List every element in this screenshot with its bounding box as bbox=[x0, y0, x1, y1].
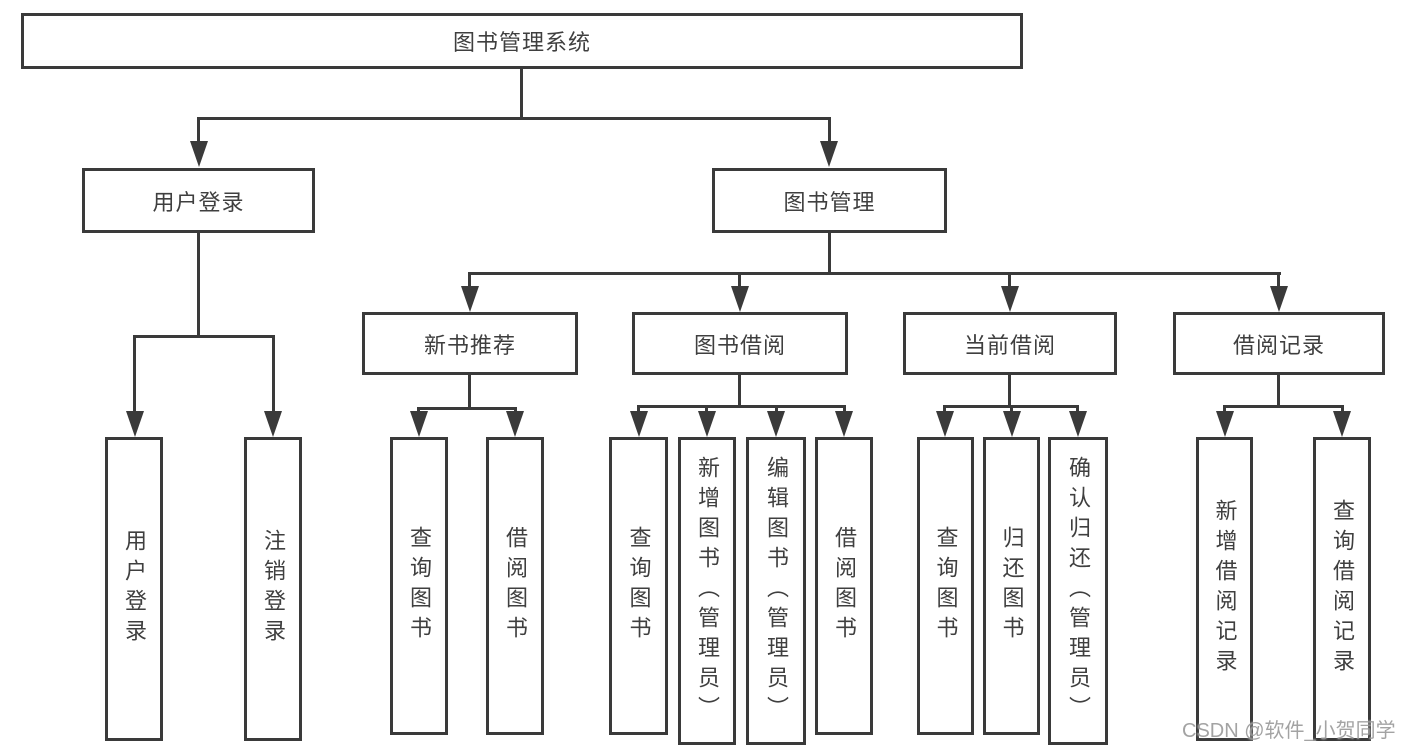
connector-line bbox=[738, 272, 741, 288]
arrow-down bbox=[461, 286, 479, 312]
leaf-borrow-edit-books-admin: 编辑图书（管理员） bbox=[746, 437, 806, 745]
connector-line bbox=[1008, 375, 1011, 407]
connector-line bbox=[1008, 272, 1011, 288]
leaf-current-query-books: 查询图书 bbox=[917, 437, 974, 735]
connector-line bbox=[1010, 405, 1013, 415]
connector-line bbox=[775, 405, 778, 415]
connector-line bbox=[468, 375, 471, 409]
connector-line bbox=[133, 335, 275, 338]
arrow-down bbox=[126, 411, 144, 437]
arrow-down bbox=[1216, 411, 1234, 437]
node-book-borrow: 图书借阅 bbox=[632, 312, 848, 375]
arrow-down bbox=[1333, 411, 1351, 437]
leaf-user-login: 用户登录 bbox=[105, 437, 163, 741]
arrow-down bbox=[1270, 286, 1288, 312]
arrow-down bbox=[936, 411, 954, 437]
connector-line bbox=[637, 405, 846, 408]
connector-line bbox=[1223, 405, 1226, 415]
leaf-records-add-record: 新增借阅记录 bbox=[1196, 437, 1253, 741]
node-book-management: 图书管理 bbox=[712, 168, 947, 233]
connector-line bbox=[520, 69, 523, 119]
arrow-down bbox=[698, 411, 716, 437]
leaf-borrow-add-books-admin: 新增图书（管理员） bbox=[678, 437, 736, 745]
leaf-records-query-record: 查询借阅记录 bbox=[1313, 437, 1371, 741]
node-root: 图书管理系统 bbox=[21, 13, 1023, 69]
arrow-down bbox=[630, 411, 648, 437]
connector-line bbox=[133, 335, 136, 413]
node-user-login: 用户登录 bbox=[82, 168, 315, 233]
arrow-down bbox=[835, 411, 853, 437]
connector-line bbox=[828, 233, 831, 274]
connector-line bbox=[272, 335, 275, 413]
connector-line bbox=[843, 405, 846, 415]
connector-line bbox=[197, 233, 200, 337]
connector-line bbox=[705, 405, 708, 415]
arrow-down bbox=[1069, 411, 1087, 437]
connector-line bbox=[943, 405, 946, 415]
arrow-down bbox=[1001, 286, 1019, 312]
connector-line bbox=[1223, 405, 1344, 408]
csdn-watermark: CSDN @软件_小贺同学 bbox=[1182, 720, 1396, 742]
arrow-down bbox=[410, 411, 428, 437]
connector-line bbox=[468, 272, 1281, 275]
connector-line bbox=[637, 405, 640, 415]
connector-line bbox=[468, 272, 471, 288]
arrow-down bbox=[731, 286, 749, 312]
connector-line bbox=[1076, 405, 1079, 415]
connector-line bbox=[197, 117, 831, 120]
connector-line bbox=[1277, 375, 1280, 407]
connector-line bbox=[828, 117, 831, 144]
leaf-recommend-query-books: 查询图书 bbox=[390, 437, 448, 735]
connector-line bbox=[738, 375, 741, 407]
connector-line bbox=[197, 117, 200, 144]
arrow-down bbox=[264, 411, 282, 437]
arrow-down bbox=[506, 411, 524, 437]
leaf-recommend-borrow-books: 借阅图书 bbox=[486, 437, 544, 735]
node-current-borrow: 当前借阅 bbox=[903, 312, 1117, 375]
arrow-down bbox=[820, 141, 838, 167]
node-new-book-recommend: 新书推荐 bbox=[362, 312, 578, 375]
leaf-borrow-borrow-books: 借阅图书 bbox=[815, 437, 873, 735]
leaf-logout: 注销登录 bbox=[244, 437, 302, 741]
connector-line bbox=[1341, 405, 1344, 415]
connector-line bbox=[1277, 272, 1280, 288]
arrow-down bbox=[1003, 411, 1021, 437]
connector-line bbox=[417, 407, 517, 410]
leaf-current-confirm-return-admin: 确认归还（管理员） bbox=[1048, 437, 1108, 745]
leaf-current-return-books: 归还图书 bbox=[983, 437, 1040, 735]
node-borrow-records: 借阅记录 bbox=[1173, 312, 1385, 375]
leaf-borrow-query-books: 查询图书 bbox=[609, 437, 668, 735]
arrow-down bbox=[767, 411, 785, 437]
arrow-down bbox=[190, 141, 208, 167]
